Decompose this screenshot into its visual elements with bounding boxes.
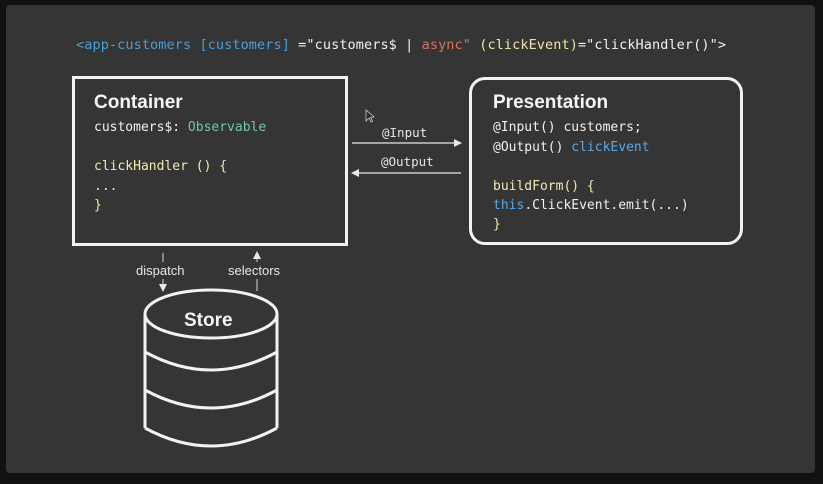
template-usage-line: <app-customers [customers] ="customers$ …: [76, 37, 726, 53]
container-title: Container: [94, 92, 183, 113]
presentation-code-line-5: }: [493, 217, 501, 232]
presentation-code-line-2: @Output() clickEvent: [493, 140, 650, 155]
dispatch-label: dispatch: [136, 263, 185, 278]
template-property-binding: [customers]: [199, 37, 290, 53]
presentation-input-name: customers;: [563, 120, 642, 135]
mouse-pointer-icon: [365, 109, 375, 123]
presentation-code-line-4: this.ClickEvent.emit(...): [493, 198, 689, 213]
container-observable-type: Observable: [180, 120, 267, 135]
template-tag-name: app-customers: [84, 37, 192, 53]
presentation-code-line-1: @Input() customers;: [493, 120, 642, 135]
template-event-binding: (clickEvent): [470, 37, 578, 53]
output-arrow-label: @Output: [381, 154, 434, 169]
presentation-output-decorator: @Output(): [493, 140, 572, 155]
presentation-emit-call: .ClickEvent.emit(...): [524, 198, 689, 213]
template-pipe: |: [396, 37, 422, 53]
selectors-label: selectors: [228, 263, 281, 278]
presentation-title: Presentation: [493, 92, 609, 113]
presentation-code-line-3: buildForm() {: [493, 179, 595, 194]
presentation-input-decorator: @Input(): [493, 120, 564, 135]
store-database-icon: [143, 288, 279, 448]
container-component-box: [72, 76, 348, 246]
template-async-pipe: async": [421, 37, 471, 53]
template-open-bracket: <: [76, 37, 85, 53]
container-observable-name: customers$:: [94, 120, 181, 135]
container-code-line-2: clickHandler () {: [94, 159, 228, 174]
container-code-line-3: ...: [94, 179, 118, 194]
presentation-output-name: clickEvent: [571, 140, 650, 155]
template-binding-value: ="customers$: [289, 37, 397, 53]
container-code-line-4: }: [94, 198, 102, 213]
template-event-handler: ="clickHandler()">: [577, 37, 727, 53]
presentation-this-keyword: this: [493, 198, 525, 213]
presentation-component-box: [469, 77, 743, 245]
container-code-line-1: customers$: Observable: [94, 120, 266, 135]
slide-canvas: [6, 5, 815, 473]
store-title: Store: [184, 310, 233, 331]
input-arrow-label: @Input: [382, 125, 428, 140]
